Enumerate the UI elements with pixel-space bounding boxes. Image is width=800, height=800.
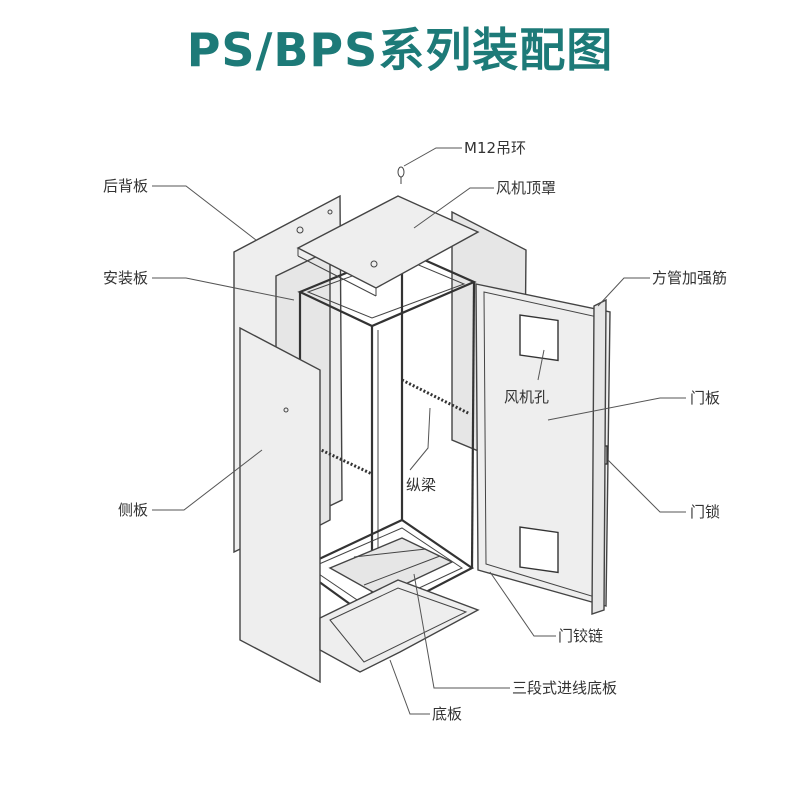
- label-bottom-plate: 底板: [432, 705, 462, 723]
- label-back-panel: 后背板: [103, 177, 148, 195]
- label-door-panel: 门板: [690, 389, 720, 407]
- square-tube-shape: [591, 298, 607, 615]
- label-side-panel: 侧板: [118, 501, 148, 519]
- label-longitudinal-beam: 纵梁: [406, 476, 436, 494]
- label-square-tube: 方管加强筋: [652, 269, 727, 287]
- door-panel-shape: [475, 283, 611, 607]
- label-cable-entry-plate: 三段式进线底板: [512, 679, 617, 697]
- cable-entry-plate-shape: [328, 537, 454, 597]
- hoist-ring-icon: [397, 166, 405, 184]
- side-panel-shape: [239, 326, 321, 684]
- label-door-lock: 门锁: [690, 503, 720, 521]
- label-door-hinge: 门铰链: [558, 627, 603, 645]
- label-hoist-ring: M12吊环: [464, 139, 526, 157]
- fan-top-cover-shape: [296, 195, 480, 289]
- label-mounting-plate: 安装板: [103, 269, 148, 287]
- bottom-plate-shape: [319, 579, 480, 673]
- leader-lines: [152, 147, 686, 715]
- page-title: PS/BPS系列装配图: [186, 23, 614, 77]
- label-fan-hole: 风机孔: [504, 388, 549, 406]
- label-fan-top-cover: 风机顶罩: [496, 179, 556, 197]
